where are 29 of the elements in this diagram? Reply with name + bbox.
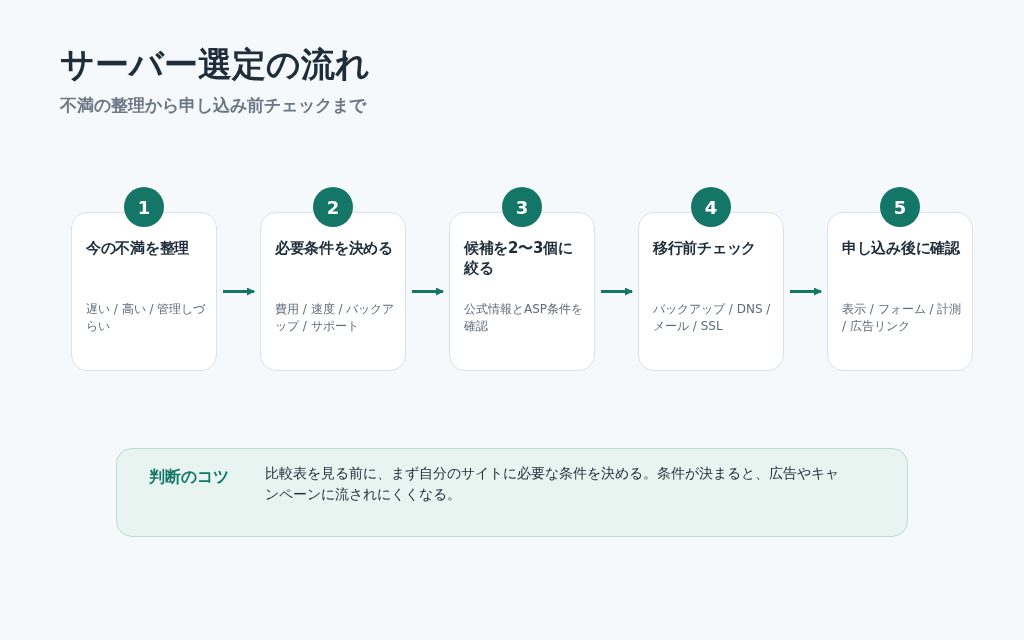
step-card — [449, 212, 595, 371]
step-card — [260, 212, 406, 371]
subtitle: 不満の整理から申し込み前チェックまで — [60, 94, 366, 117]
tip-panel — [116, 448, 908, 537]
arrow — [601, 287, 633, 296]
arrow — [790, 287, 822, 296]
step-heading: 移行前チェック — [653, 239, 757, 259]
step-details: 遅い / 高い / 管理しづらい — [86, 301, 206, 336]
step-details: バックアップ / DNS / メール / SSL — [653, 301, 772, 336]
tip-heading: 判断のコツ — [149, 467, 229, 488]
step-number-badge: 1 — [124, 187, 164, 227]
tip-text: 比較表を見る前に、まず自分のサイトに必要な条件を決める。条件が決まると、広告やキャンペーンに流されにくくなる。 — [265, 464, 840, 504]
step-heading: 必要条件を決める — [275, 239, 394, 259]
arrow — [412, 287, 444, 296]
step-details: 公式情報とASP条件を確認 — [464, 301, 584, 336]
step-card — [827, 212, 973, 371]
arrow — [223, 287, 255, 296]
step-heading: 申し込み後に確認 — [842, 239, 961, 259]
step-number-badge: 5 — [880, 187, 920, 227]
step-heading: 候補を2〜3個に絞る — [464, 239, 574, 278]
step-heading: 今の不満を整理 — [86, 239, 190, 259]
diagram-title: サーバー選定の流れ — [60, 43, 370, 86]
step-number-badge: 3 — [502, 187, 542, 227]
step-number-badge: 4 — [691, 187, 731, 227]
step-card — [638, 212, 784, 371]
step-number-badge: 2 — [313, 187, 353, 227]
step-card — [71, 212, 217, 371]
step-details: 費用 / 速度 / バックアップ / サポート — [275, 301, 395, 336]
step-details: 表示 / フォーム / 計測 / 広告リンク — [842, 301, 962, 336]
